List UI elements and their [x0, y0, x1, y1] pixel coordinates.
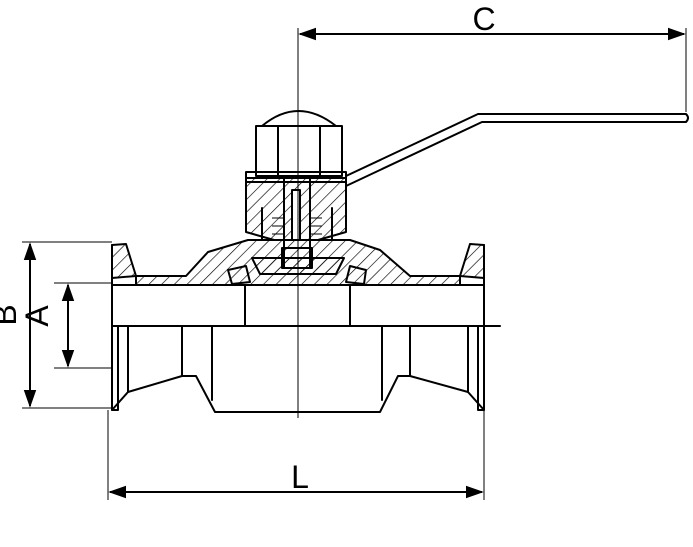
dimension-a: A [19, 282, 112, 369]
dimension-b: B [0, 241, 112, 409]
valve-body [111, 175, 501, 413]
label-a: A [19, 305, 55, 327]
handle [245, 110, 689, 187]
label-c: C [472, 1, 495, 37]
label-b: B [0, 304, 23, 325]
label-l: L [291, 459, 309, 495]
dimension-l: L [107, 410, 485, 500]
dimension-c: C [298, 1, 687, 112]
